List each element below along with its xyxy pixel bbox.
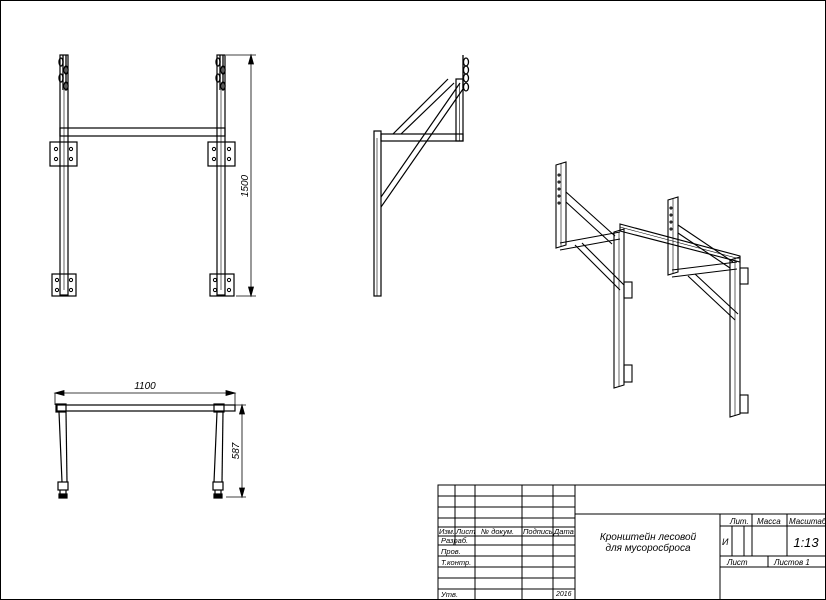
tb-izm-header: Изм. [439, 527, 455, 536]
top-left-arm [57, 411, 69, 499]
iso-right-hanger [667, 196, 679, 276]
isometric-view [555, 161, 749, 418]
front-left-plate-top [49, 141, 78, 167]
side-view [373, 55, 470, 297]
front-right-plate-top [207, 141, 236, 167]
tb-sheet-label: Лист [726, 558, 748, 567]
front-left-chain [58, 55, 69, 91]
front-view: 1500 [49, 53, 256, 298]
iso-crossbar [619, 223, 741, 263]
iso-right-post [729, 256, 749, 418]
dim-top-depth-label: 587 [231, 442, 242, 459]
iso-left-brace [559, 191, 625, 291]
iso-left-post [613, 228, 633, 389]
top-view: 1100 [53, 381, 246, 499]
top-right-arm [212, 411, 224, 499]
dim-top-width-label: 1100 [134, 381, 156, 392]
dim-top-width [53, 389, 237, 405]
top-crossbar [56, 404, 236, 412]
tb-title-line1: Кронштейн лесовой [600, 532, 697, 543]
front-right-plate-bottom [209, 273, 235, 297]
side-chain [462, 55, 470, 92]
tb-docno-header: № докум. [481, 527, 514, 536]
tb-role-tcontrol: Т.контр. [441, 558, 471, 567]
side-post [373, 130, 382, 297]
tb-role-approved: Утв. [440, 590, 458, 599]
front-right-post [216, 54, 226, 296]
iso-right-brace [671, 224, 739, 321]
tb-scale-value: 1:13 [793, 535, 819, 550]
dim-top-depth [226, 403, 246, 499]
tb-role-developed: Разраб. [441, 536, 468, 545]
tb-date-header: Дата [553, 527, 574, 536]
tb-year: 2016 [555, 591, 572, 598]
front-crossbar [59, 127, 226, 137]
front-left-post [59, 54, 69, 296]
side-brace [380, 78, 464, 208]
tb-sign-header: Подпись [523, 527, 553, 536]
tb-mass-header: Масса [757, 517, 781, 526]
dim-front-height [226, 53, 256, 298]
tb-sheets-label: Листов 1 [773, 558, 810, 567]
tb-role-checked: Пров. [441, 547, 461, 556]
tb-title-line2: для мусоросброса [605, 542, 690, 554]
front-left-plate-bottom [51, 273, 77, 297]
tb-list-header: Лист [455, 527, 475, 536]
iso-left-hanger [555, 161, 567, 249]
dim-front-height-label: 1500 [240, 174, 251, 197]
tb-lit-value: И [722, 537, 729, 547]
tb-lit-header: Лит. [729, 517, 749, 526]
tb-scale-header: Масштаб [789, 517, 826, 526]
title-block: Изм. Лист № докум. Подпись Дата Разраб. … [437, 484, 826, 600]
